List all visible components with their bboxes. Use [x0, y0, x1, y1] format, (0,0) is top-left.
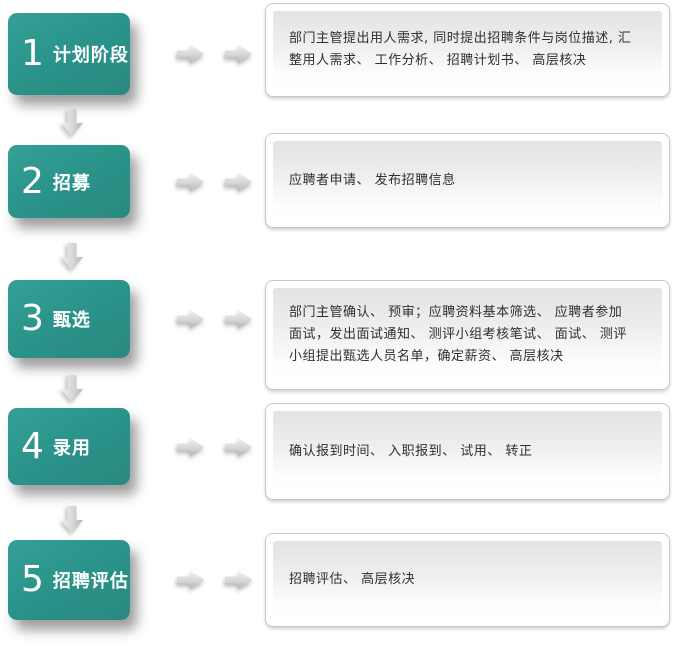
arrow-right-icon: [225, 45, 253, 63]
arrow-down-icon: [61, 375, 83, 403]
description-text: 确认报到时间、 入职报到、 试用、 转正: [289, 443, 533, 459]
stage-label: 招募: [52, 172, 91, 194]
description-text: 部门主管确认、 预审；应聘资料基本筛选、 应聘者参加面试，发出面试通知、 测评小…: [289, 305, 627, 364]
arrow-right-icon: [225, 571, 253, 589]
arrow-right-icon: [225, 173, 253, 191]
arrow-right-icon: [177, 571, 205, 589]
description-text: 部门主管提出用人需求, 同时提出招聘条件与岗位描述, 汇整用人需求、 工作分析、…: [289, 31, 632, 68]
description-text: 应聘者申请、 发布招聘信息: [289, 172, 456, 188]
stage-box-recruiting: 2 招募: [8, 145, 130, 218]
description-panel: 部门主管提出用人需求, 同时提出招聘条件与岗位描述, 汇整用人需求、 工作分析、…: [273, 11, 662, 89]
description-panel: 确认报到时间、 入职报到、 试用、 转正: [273, 411, 662, 492]
description-panel: 应聘者申请、 发布招聘信息: [273, 141, 662, 220]
stage-number: 4: [21, 425, 44, 467]
description-box: 招聘评估、 高层核决: [265, 533, 670, 627]
stage-label: 计划阶段: [52, 45, 129, 66]
description-box: 应聘者申请、 发布招聘信息: [265, 133, 670, 228]
arrow-pair: [176, 171, 254, 193]
arrow-down-icon: [61, 243, 83, 271]
description-box: 部门主管提出用人需求, 同时提出招聘条件与岗位描述, 汇整用人需求、 工作分析、…: [265, 3, 670, 97]
arrow-right-icon: [225, 438, 253, 456]
stage-box-planning: 1 计划阶段: [8, 13, 130, 95]
stage-box-hiring: 4 录用: [8, 408, 130, 485]
stage-label: 招聘评估: [52, 571, 129, 592]
arrow-right-icon: [177, 173, 205, 191]
arrow-pair: [176, 43, 254, 65]
stage-number: 5: [21, 559, 44, 600]
arrow-down-icon: [61, 109, 83, 137]
arrow-pair: [176, 436, 254, 458]
arrow-right-icon: [177, 310, 205, 328]
arrow-pair: [176, 308, 254, 330]
arrow-down-icon: [61, 506, 83, 534]
arrow-right-icon: [177, 438, 205, 456]
stage-label: 录用: [52, 437, 91, 459]
stage-label: 甄选: [52, 310, 91, 331]
description-panel: 招聘评估、 高层核决: [273, 541, 662, 619]
arrow-right-icon: [225, 310, 253, 328]
stage-box-evaluation: 5 招聘评估: [8, 540, 130, 620]
arrow-right-icon: [177, 45, 205, 63]
stage-number: 2: [21, 160, 44, 202]
description-text: 招聘评估、 高层核决: [289, 572, 416, 587]
stage-number: 1: [21, 33, 44, 74]
stage-box-selection: 3 甄选: [8, 280, 130, 358]
stage-number: 3: [21, 298, 44, 339]
description-box: 确认报到时间、 入职报到、 试用、 转正: [265, 403, 670, 500]
description-box: 部门主管确认、 预审；应聘资料基本筛选、 应聘者参加面试，发出面试通知、 测评小…: [265, 280, 670, 390]
arrow-pair: [176, 569, 254, 591]
description-panel: 部门主管确认、 预审；应聘资料基本筛选、 应聘者参加面试，发出面试通知、 测评小…: [273, 288, 662, 382]
